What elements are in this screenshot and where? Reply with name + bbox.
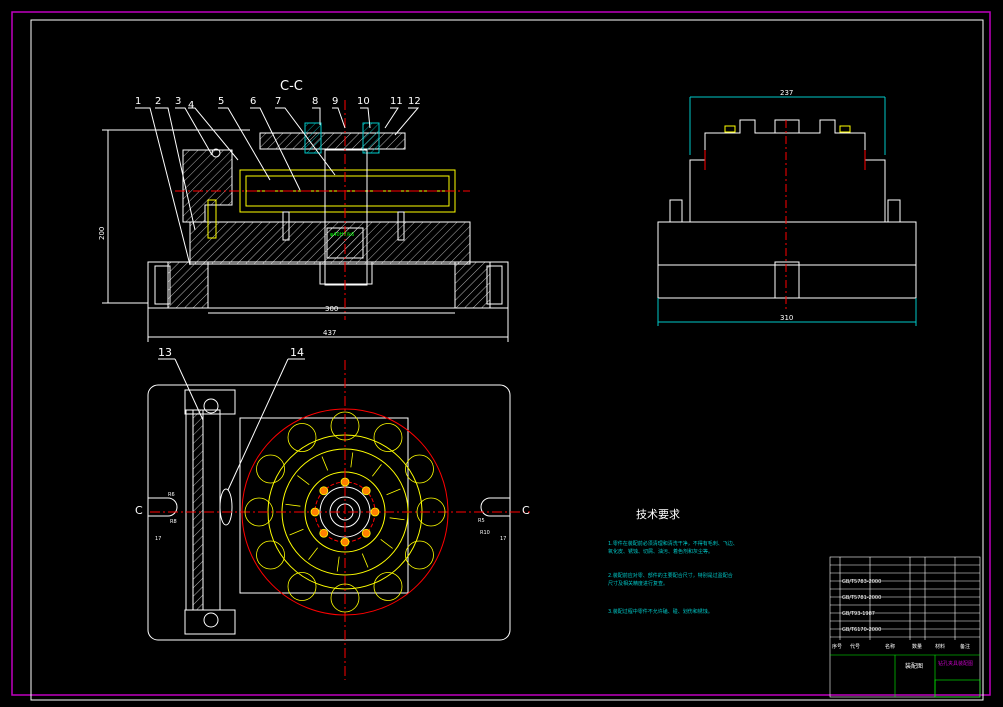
bolt-hole [319,528,329,538]
wheel-lobe [256,540,285,570]
tech-item-2: 氧化皮、锈蚀、切屑、油污、着色剂和灰尘等。 [608,548,713,555]
tb-row-4: GB/T6170-2000 [842,627,881,633]
part-numbers: 1 2 3 4 5 6 7 8 9 10 11 12 [135,96,421,111]
dim-base-outer: 437 [323,329,336,337]
wheel-lobe [256,454,285,484]
part-number-13: 13 [158,346,172,359]
tb-head-6: 备注 [960,643,970,650]
bolt-hole [361,486,371,496]
tb-head-3: 名称 [885,643,895,650]
section-mark-left: C [135,504,143,517]
wheel-spoke [350,452,354,468]
tb-row-3: GB/T93-1987 [842,611,875,617]
wheel-spoke [380,539,393,549]
part-number-6: 6 [250,96,256,107]
wheel-lobe [330,583,360,613]
wheel-lobe [373,423,403,452]
part-number-5: 5 [218,96,224,107]
tb-head-4: 数量 [912,643,922,650]
tb-name: 装配图 [905,662,923,670]
plan-wheel [150,360,530,680]
part-number-9: 9 [332,96,338,107]
wheel-holes [310,477,380,547]
wheel-spoke [321,456,329,471]
plan-dim-right-b: R10 [480,530,490,536]
plan-dim-left-a: R6 [168,492,175,498]
side-dim-top: 237 [780,89,793,97]
tb-row-1: GB/T5783-2000 [842,579,881,585]
title-block-text: GB/T5783-2000 GB/T5781-2000 GB/T93-1987 … [832,579,973,670]
tech-item-5: 3.装配过程中零件不允许磕、碰、划伤和锈蚀。 [608,608,713,615]
part-number-4: 4 [188,100,194,111]
bolt-hole [340,477,350,487]
dim-base-inner: 300 [325,305,338,313]
wheel-lobe [287,572,317,601]
tb-company: 钻孔夹具装配图 [938,660,973,667]
wheel-lobe [416,497,446,527]
tb-head-2: 代号 [850,643,860,650]
wheel-spoke [361,553,369,568]
plan-labels: 13 14 C C R6 R8 17 R5 R10 17 [135,346,530,542]
section-view: C-C [102,79,509,342]
side-view [657,96,917,326]
bolt-hole [310,507,320,517]
side-dim-bottom: 310 [780,314,793,322]
wheel-lobe [330,411,360,441]
wheel-spoke [285,503,301,507]
part-number-7: 7 [275,96,281,107]
plan-dim-right-c: 17 [500,536,506,542]
plan-dim-right-a: R5 [478,518,485,524]
part-number-14: 14 [290,346,304,359]
bolt-hole [319,486,329,496]
wheel-spoke [308,547,318,560]
part-number-3: 3 [175,96,181,107]
tb-head-5: 材料 [935,643,945,650]
bolt-hole [370,507,380,517]
section-mark-right: C [522,504,530,517]
wheel-spoke [389,517,405,521]
tb-head-1: 序号 [832,643,842,650]
dim-bore-note: φ40H7/k6 [330,232,354,238]
plan-dim-left-c: 17 [155,536,161,542]
title-block [829,556,981,698]
part-number-1: 1 [135,96,141,107]
wheel-lobe [373,572,403,601]
section-title: C-C [280,79,303,94]
wheel-spoke [289,528,304,536]
wheel-spoke [336,556,340,572]
plan-view [147,384,511,641]
tech-title: 技术要求 [636,508,680,521]
part-number-11: 11 [390,96,403,107]
part-number-12: 12 [408,96,421,107]
part-number-8: 8 [312,96,318,107]
tech-item-1: 1.零件在装配前必须清理和清洗干净，不得有毛刺、飞边、 [608,540,738,547]
wheel-spoke [297,475,310,485]
part-number-10: 10 [357,96,370,107]
tech-requirements: 技术要求 1.零件在装配前必须清理和清洗干净，不得有毛刺、飞边、 氧化皮、锈蚀、… [608,508,738,615]
wheel-lobes [244,411,446,613]
wheel-lobe [244,497,274,527]
bolt-hole [340,537,350,547]
tech-item-4: 尺寸及相关精度进行复查。 [608,580,668,587]
wheel-lobe [405,454,434,484]
wheel-spoke [386,488,401,496]
outer-frame [11,11,991,696]
wheel-spoke [372,464,382,477]
wheel-lobe [287,423,317,452]
plan-dim-left-b: R8 [170,519,177,525]
dim-height: 200 [98,227,106,240]
tech-item-3: 2.装配前应对零、部件的主要配合尺寸，特别是过盈配合 [608,572,733,579]
tb-row-2: GB/T5781-2000 [842,595,881,601]
part-number-2: 2 [155,96,161,107]
wheel-lobe [405,540,434,570]
inner-frame [30,19,984,701]
section-dimensions: 200 300 437 φ40H7/k6 [98,227,354,337]
bolt-hole [361,528,371,538]
